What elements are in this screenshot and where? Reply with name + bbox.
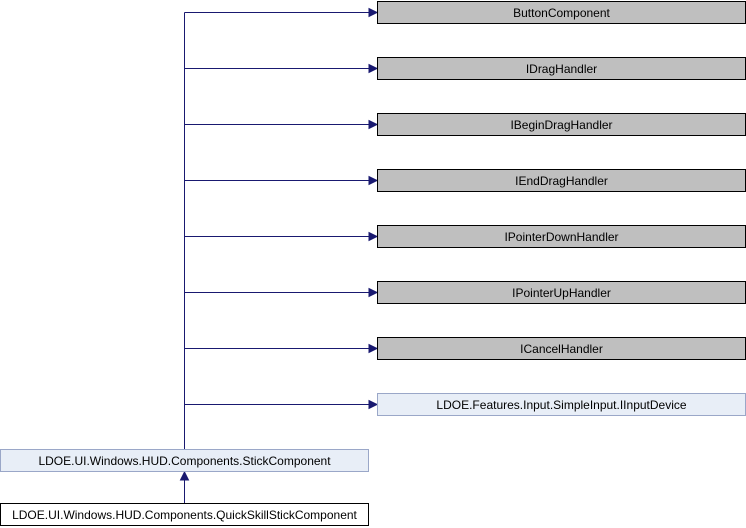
node-label: LDOE.Features.Input.SimpleInput.IInputDe…: [436, 398, 686, 412]
node-stick-component[interactable]: LDOE.UI.Windows.HUD.Components.StickComp…: [0, 449, 369, 472]
arrow-ibegin-drag-handler: [368, 119, 379, 130]
node-label: ICancelHandler: [520, 342, 603, 356]
node-idrag-handler[interactable]: IDragHandler: [377, 57, 746, 80]
node-label: IEndDragHandler: [515, 174, 608, 188]
node-ipointer-down-handler[interactable]: IPointerDownHandler: [377, 225, 746, 248]
node-label: IBeginDragHandler: [510, 118, 612, 132]
arrow-icancel-handler: [368, 343, 379, 354]
node-label: IPointerUpHandler: [512, 286, 611, 300]
node-icancel-handler[interactable]: ICancelHandler: [377, 337, 746, 360]
arrow-ipointer-down-handler: [368, 231, 379, 242]
node-iend-drag-handler[interactable]: IEndDragHandler: [377, 169, 746, 192]
arrow-button-component: [368, 7, 379, 18]
arrow-iend-drag-handler: [368, 175, 379, 186]
inheritance-edges: [179, 7, 379, 503]
arrow-ipointer-up-handler: [368, 287, 379, 298]
node-ibegin-drag-handler[interactable]: IBeginDragHandler: [377, 113, 746, 136]
node-iinput-device[interactable]: LDOE.Features.Input.SimpleInput.IInputDe…: [377, 393, 746, 416]
node-label: LDOE.UI.Windows.HUD.Components.QuickSkil…: [12, 508, 357, 522]
node-label: LDOE.UI.Windows.HUD.Components.StickComp…: [38, 454, 331, 468]
node-button-component[interactable]: ButtonComponent: [377, 1, 746, 24]
node-label: IPointerDownHandler: [504, 230, 618, 244]
node-ipointer-up-handler[interactable]: IPointerUpHandler: [377, 281, 746, 304]
node-quick-skill-stick-component: LDOE.UI.Windows.HUD.Components.QuickSkil…: [0, 503, 369, 526]
node-label: ButtonComponent: [513, 6, 610, 20]
node-label: IDragHandler: [526, 62, 597, 76]
arrow-idrag-handler: [368, 63, 379, 74]
arrow-iinput-device: [368, 399, 379, 410]
arrow-stick-component: [179, 470, 190, 481]
